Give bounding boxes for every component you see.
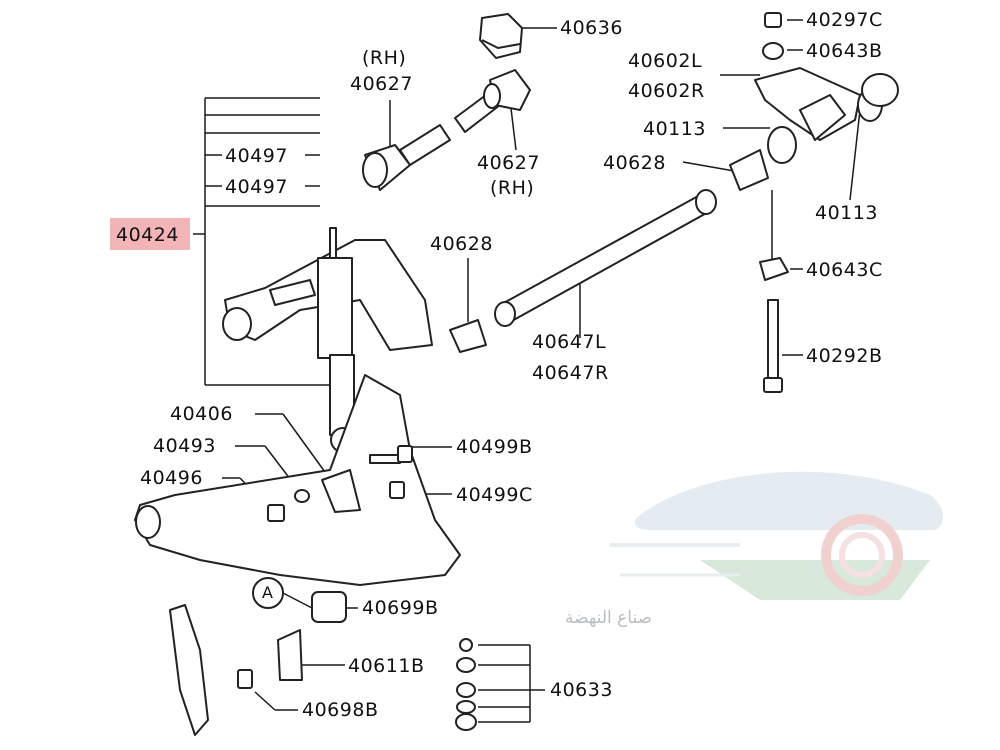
label-40292b: 40292B — [806, 345, 883, 367]
label-40698b: 40698B — [302, 699, 379, 721]
part-40499b — [369, 454, 401, 464]
label-40602l: 40602L — [628, 50, 703, 72]
part-40496 — [267, 504, 285, 522]
label-callout-a: A — [262, 583, 274, 602]
label-40643c: 40643C — [806, 259, 883, 281]
part-40611b — [277, 629, 303, 681]
part-40698b — [237, 669, 253, 689]
label-40499b: 40499B — [456, 436, 533, 458]
part-40633 — [455, 638, 477, 731]
part-40699b — [311, 591, 347, 623]
label-rh-top: (RH) — [362, 47, 407, 69]
part-40627-upper — [362, 69, 531, 191]
part-40643c — [759, 257, 789, 281]
leader-lines — [193, 19, 861, 723]
label-40628-left: 40628 — [430, 233, 493, 255]
label-40297c: 40297C — [806, 9, 883, 31]
part-40636 — [479, 13, 523, 59]
label-40647l: 40647L — [532, 331, 607, 353]
part-40292b — [767, 299, 779, 381]
label-40699b: 40699B — [362, 597, 439, 619]
watermark-logo — [610, 471, 944, 600]
watermark-text: صناع النهضة — [565, 608, 653, 628]
label-40627-bottom: 40627 — [477, 152, 540, 174]
label-40499c: 40499C — [456, 484, 533, 506]
highlight-40424 — [110, 218, 190, 250]
label-40496: 40496 — [140, 467, 203, 489]
label-rh-bottom: (RH) — [490, 177, 535, 199]
part-40493 — [294, 489, 310, 503]
label-40643b: 40643B — [806, 40, 883, 62]
label-40602r: 40602R — [628, 80, 705, 102]
parts — [134, 12, 899, 736]
label-40406: 40406 — [170, 403, 233, 425]
part-40113 — [767, 126, 797, 164]
label-40113-left: 40113 — [643, 118, 706, 140]
part-40628-right — [729, 149, 769, 191]
label-40611b: 40611B — [348, 655, 425, 677]
label-40113-right: 40113 — [815, 202, 878, 224]
callout-a-circle — [252, 577, 284, 609]
label-40424: 40424 — [116, 224, 179, 246]
part-40643b — [762, 42, 784, 60]
label-40647r: 40647R — [532, 362, 609, 384]
part-40499c — [389, 481, 405, 499]
label-40493: 40493 — [153, 435, 216, 457]
part-40602 — [754, 67, 899, 141]
label-40633: 40633 — [550, 679, 613, 701]
part-40647 — [494, 189, 717, 327]
part-40628-left — [449, 319, 487, 353]
part-lower-arm — [134, 374, 461, 586]
label-40628-right: 40628 — [603, 152, 666, 174]
label-40627-top: 40627 — [350, 73, 413, 95]
label-40497-b: 40497 — [225, 176, 288, 198]
label-40636: 40636 — [560, 17, 623, 39]
part-40406 — [321, 469, 361, 513]
label-40497-a: 40497 — [225, 145, 288, 167]
part-stabilizer-bar — [169, 604, 209, 736]
part-40297c — [764, 12, 782, 28]
